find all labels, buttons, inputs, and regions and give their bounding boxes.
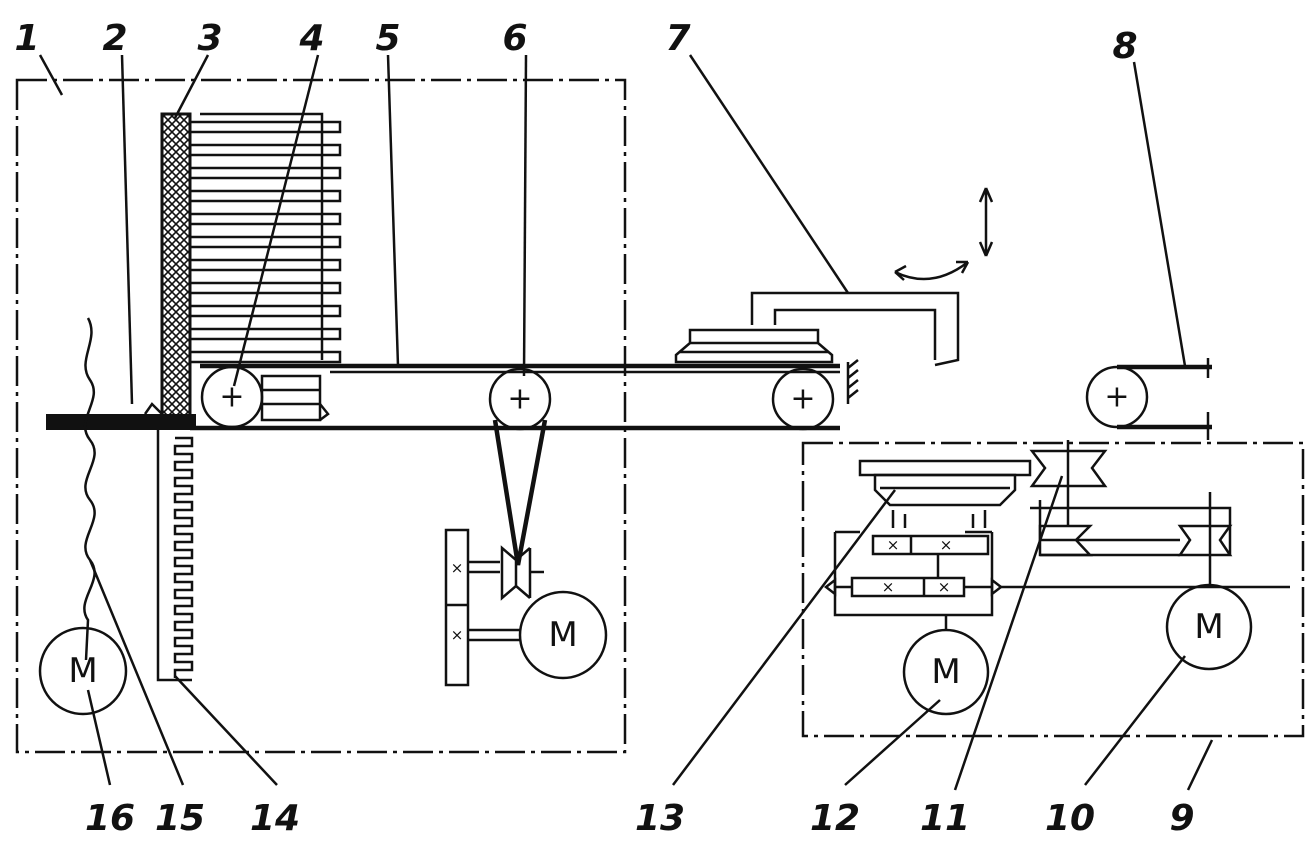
stacked-plate	[190, 189, 342, 203]
motor-label: M	[548, 615, 577, 655]
stacked-plate	[190, 120, 342, 134]
stacked-plate	[190, 235, 342, 249]
rack-gear	[156, 430, 192, 682]
svg-text:+: +	[219, 380, 244, 415]
callout-5: 5	[375, 18, 400, 59]
callout-13: 13	[635, 798, 685, 839]
manipulator-arm	[750, 291, 960, 367]
motor-left-drive: M	[518, 590, 608, 680]
svg-text:×: ×	[938, 578, 951, 596]
motor-16: M	[38, 626, 128, 716]
callout-11: 11	[920, 798, 970, 839]
output-conveyor: +	[1085, 358, 1212, 440]
svg-text:×: ×	[887, 536, 900, 554]
stack-guide	[200, 112, 324, 360]
stacked-plate	[190, 212, 342, 226]
rack-tooth-profile	[173, 436, 194, 678]
lead-screw	[83, 317, 96, 661]
svg-text:×: ×	[451, 559, 464, 577]
roller-end: +	[771, 367, 835, 431]
roller-6: +	[488, 367, 552, 431]
stacked-plate	[190, 350, 342, 364]
stacked-plate	[190, 327, 342, 341]
drive-pulley	[500, 545, 532, 601]
roller-4: +	[200, 365, 264, 429]
svg-text:×: ×	[940, 536, 953, 554]
callout-14: 14	[250, 798, 300, 839]
rack-teeth	[173, 436, 194, 678]
callout-8: 8	[1112, 26, 1137, 67]
callout-1: 1	[14, 18, 39, 59]
stack-base-block	[260, 374, 322, 422]
manipulator-gripper	[674, 328, 834, 364]
lift-arrow	[978, 187, 994, 257]
callout-12: 12	[810, 798, 860, 839]
feed-bar	[46, 414, 196, 430]
swing-arrow	[894, 260, 970, 281]
callout-9: 9	[1169, 798, 1194, 839]
motor-12: M	[902, 628, 990, 716]
callout-7: 7	[665, 18, 690, 59]
svg-text:+: +	[507, 382, 532, 417]
motor-10: M	[1165, 583, 1253, 671]
motor-label: M	[931, 652, 960, 692]
stacked-plate	[190, 281, 342, 295]
callout-16: 16	[85, 798, 135, 839]
callout-3: 3	[197, 18, 222, 59]
callout-2: 2	[102, 18, 127, 59]
stacked-plate	[190, 304, 342, 318]
stacked-plate	[190, 143, 342, 157]
plate-stack	[190, 112, 342, 364]
right-station-boundary	[801, 441, 1305, 738]
left-station-boundary	[15, 78, 627, 754]
svg-text:+: +	[1104, 380, 1129, 415]
pulley-assembly	[1001, 440, 1290, 589]
gearbox: × × × ×	[823, 510, 1004, 630]
svg-text:+: +	[790, 382, 815, 417]
svg-text:×: ×	[451, 626, 464, 644]
rotary-table	[858, 459, 1032, 477]
drive-gear-housing	[444, 528, 470, 687]
callout-10: 10	[1045, 798, 1095, 839]
callout-6: 6	[502, 18, 527, 59]
svg-text:×: ×	[882, 578, 895, 596]
drive-belt	[492, 419, 548, 566]
stacked-plate	[190, 166, 342, 180]
motor-label: M	[68, 651, 97, 691]
motor-label: M	[1194, 607, 1223, 647]
callout-15: 15	[155, 798, 205, 839]
stack-wall	[160, 112, 192, 421]
callout-4: 4	[298, 18, 324, 59]
